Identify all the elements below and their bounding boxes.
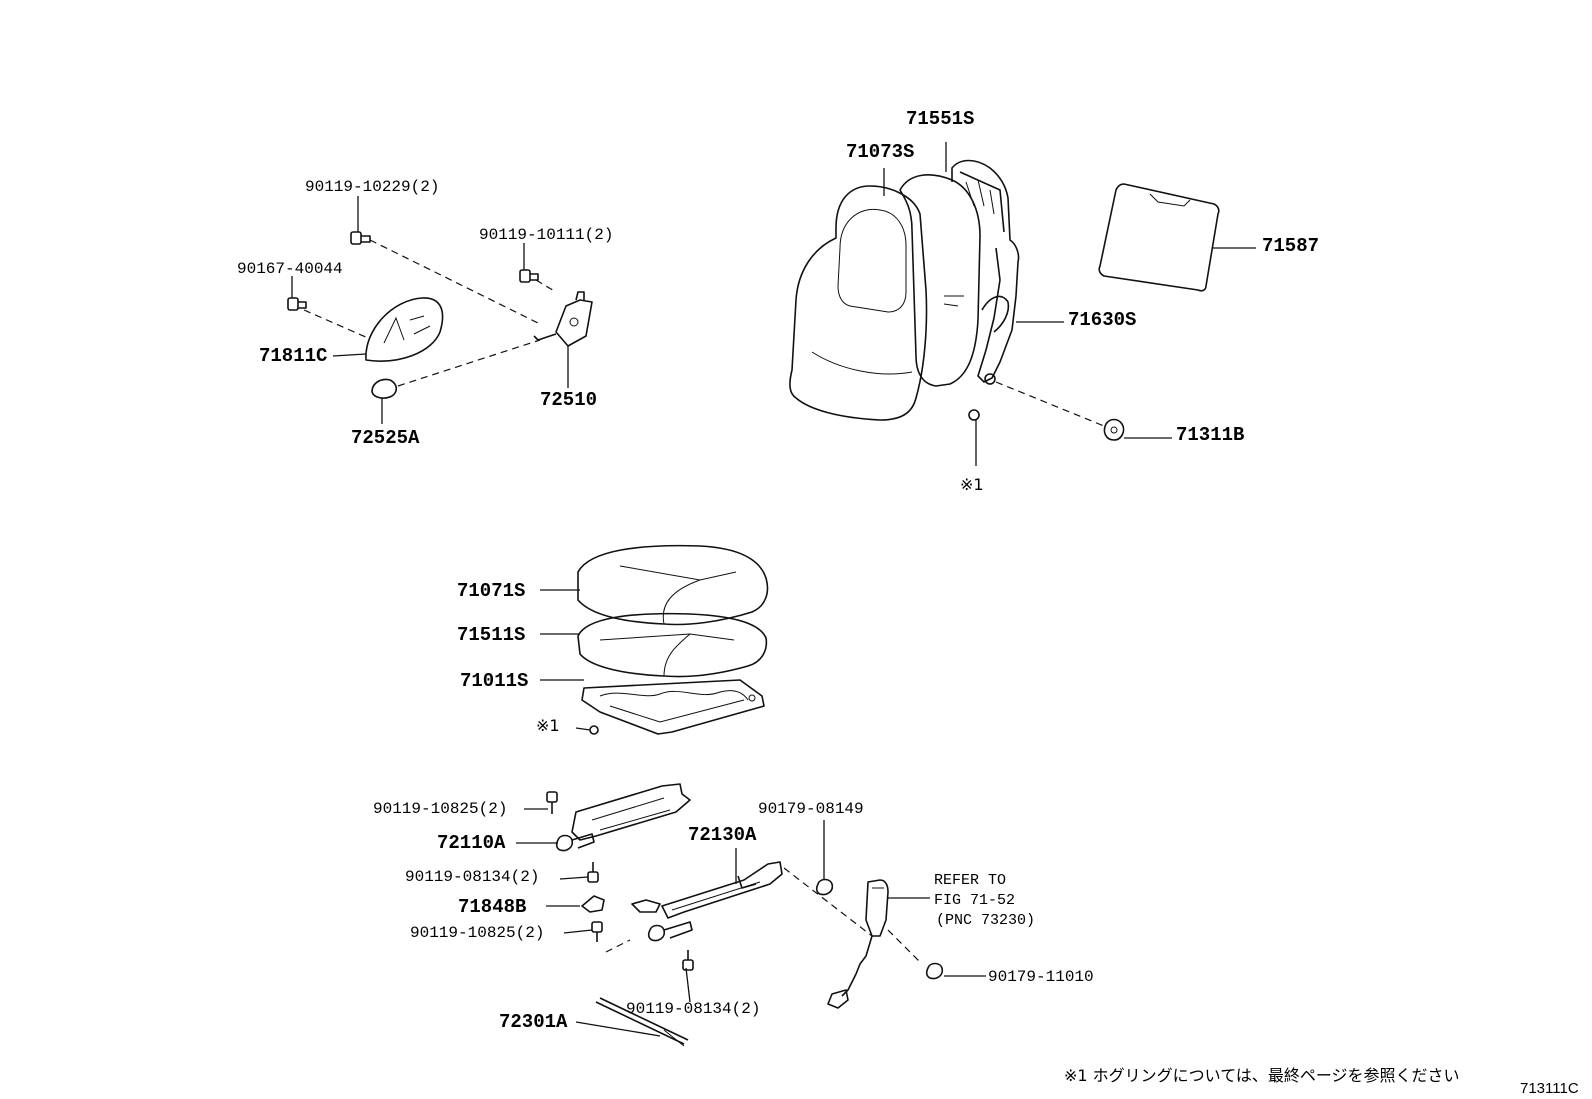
label-90119-08134-a: 90119-08134(2) (405, 868, 540, 886)
bolt-90179-11010-icon (925, 962, 944, 980)
seatback-pad-71551S (899, 174, 981, 387)
bolt-90119-10825-b-icon (591, 921, 603, 942)
seat-cushion-pad-71511S (577, 612, 768, 678)
label-90119-10825-a: 90119-10825(2) (373, 800, 508, 818)
label-71587: 71587 (1262, 235, 1320, 257)
cable-72301A (595, 997, 689, 1047)
label-90179-08149: 90179-08149 (758, 800, 864, 818)
label-90119-10229: 90119-10229(2) (305, 178, 440, 196)
label-71848B: 71848B (458, 896, 527, 918)
seat-cushion-frame-71011S (581, 679, 765, 735)
back-board-71587 (1098, 183, 1220, 292)
label-71811C: 71811C (259, 345, 328, 367)
label-72301A: 72301A (499, 1011, 568, 1033)
label-90167-40044: 90167-40044 (237, 260, 343, 278)
nut-90179-08149-icon (815, 878, 834, 896)
seatback-cover-71073S (789, 185, 928, 421)
label-90179-11010: 90179-11010 (988, 968, 1094, 986)
bolt-90119-10825-a-icon (546, 791, 558, 814)
label-71630S: 71630S (1068, 309, 1137, 331)
clip-71311B-icon (1103, 418, 1125, 441)
label-71011S: 71011S (460, 670, 529, 692)
seat-track-72130A (631, 861, 783, 942)
label-72525A: 72525A (351, 427, 420, 449)
label-71311B: 71311B (1176, 424, 1245, 446)
seat-track-72110A (555, 783, 691, 852)
label-90119-10111: 90119-10111(2) (479, 226, 614, 244)
seat-belt-buckle (827, 879, 889, 1009)
hog-ring-mark-top: ※1 (960, 475, 984, 494)
hog-ring-top-icon (968, 409, 980, 421)
bolt-90119-10229-icon (350, 231, 371, 245)
refer-note-line1: REFER TO (934, 872, 1007, 889)
label-72510: 72510 (540, 389, 598, 411)
bolt-90119-08134-a-icon (587, 862, 599, 883)
label-90119-08134-b: 90119-08134(2) (626, 1000, 761, 1018)
refer-note-line3: (PNC 73230) (936, 912, 1036, 929)
label-71511S: 71511S (457, 624, 526, 646)
bolt-90119-10111-icon (519, 269, 539, 283)
hog-ring-footnote: ※1 ホグリングについては、最終ページを参照ください (1064, 1066, 1460, 1085)
hog-ring-mid-icon (589, 725, 599, 735)
cover-71848B (581, 895, 605, 913)
seat-cushion-cover-71071S (577, 544, 769, 626)
label-71551S: 71551S (906, 108, 975, 130)
bolt-90119-08134-b-icon (682, 950, 694, 971)
headrest-cover-71811C (365, 297, 444, 362)
refer-note-line2: FIG 71-52 (934, 892, 1016, 909)
hog-ring-mark-mid: ※1 (536, 716, 560, 735)
figure-id: 713111C (1520, 1080, 1579, 1097)
knob-72525A (371, 378, 398, 399)
label-71071S: 71071S (457, 580, 526, 602)
bracket-72510 (533, 291, 593, 347)
label-72110A: 72110A (437, 832, 506, 854)
label-72130A: 72130A (688, 824, 757, 846)
seatback-frame-71630S (951, 159, 1020, 385)
bolt-90167-40044-icon (287, 297, 307, 311)
label-90119-10825-b: 90119-10825(2) (410, 924, 545, 942)
label-71073S: 71073S (846, 141, 915, 163)
